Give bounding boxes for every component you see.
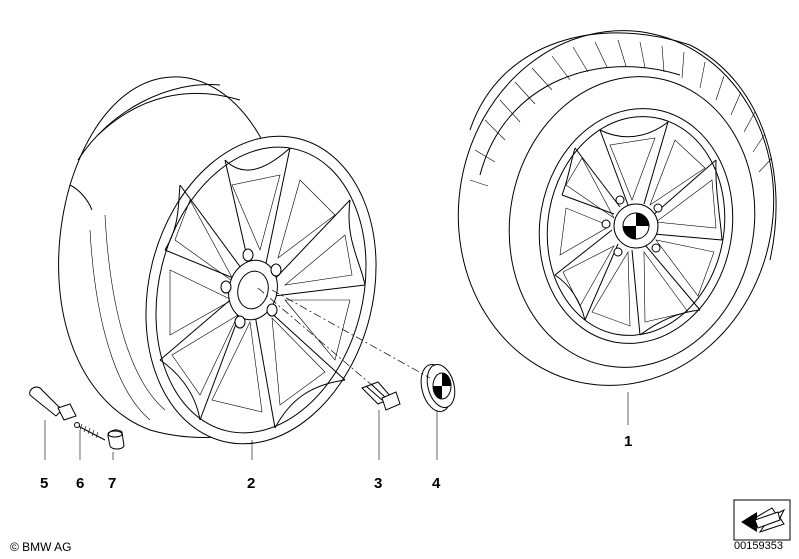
complete-wheel-illustration bbox=[457, 30, 777, 386]
callout-5: 5 bbox=[40, 475, 49, 492]
copyright-label: © BMW AG bbox=[10, 540, 72, 554]
hub-cap-illustration bbox=[420, 363, 456, 412]
wheel-bolt-illustration bbox=[361, 381, 401, 411]
callout-1: 1 bbox=[624, 433, 633, 450]
callout-3: 3 bbox=[374, 475, 383, 492]
callout-2: 2 bbox=[247, 475, 256, 492]
document-number: 00159353 bbox=[734, 540, 783, 552]
callout-6: 6 bbox=[76, 475, 85, 492]
valve-cap-illustration bbox=[107, 429, 125, 450]
valve-stem-illustration bbox=[29, 386, 77, 421]
valve-core-illustration bbox=[74, 422, 106, 441]
arrow-icon bbox=[733, 499, 791, 541]
callout-7: 7 bbox=[108, 475, 117, 492]
callout-4: 4 bbox=[432, 475, 441, 492]
leader-lines bbox=[44, 287, 629, 460]
alloy-rim-illustration bbox=[58, 76, 377, 445]
